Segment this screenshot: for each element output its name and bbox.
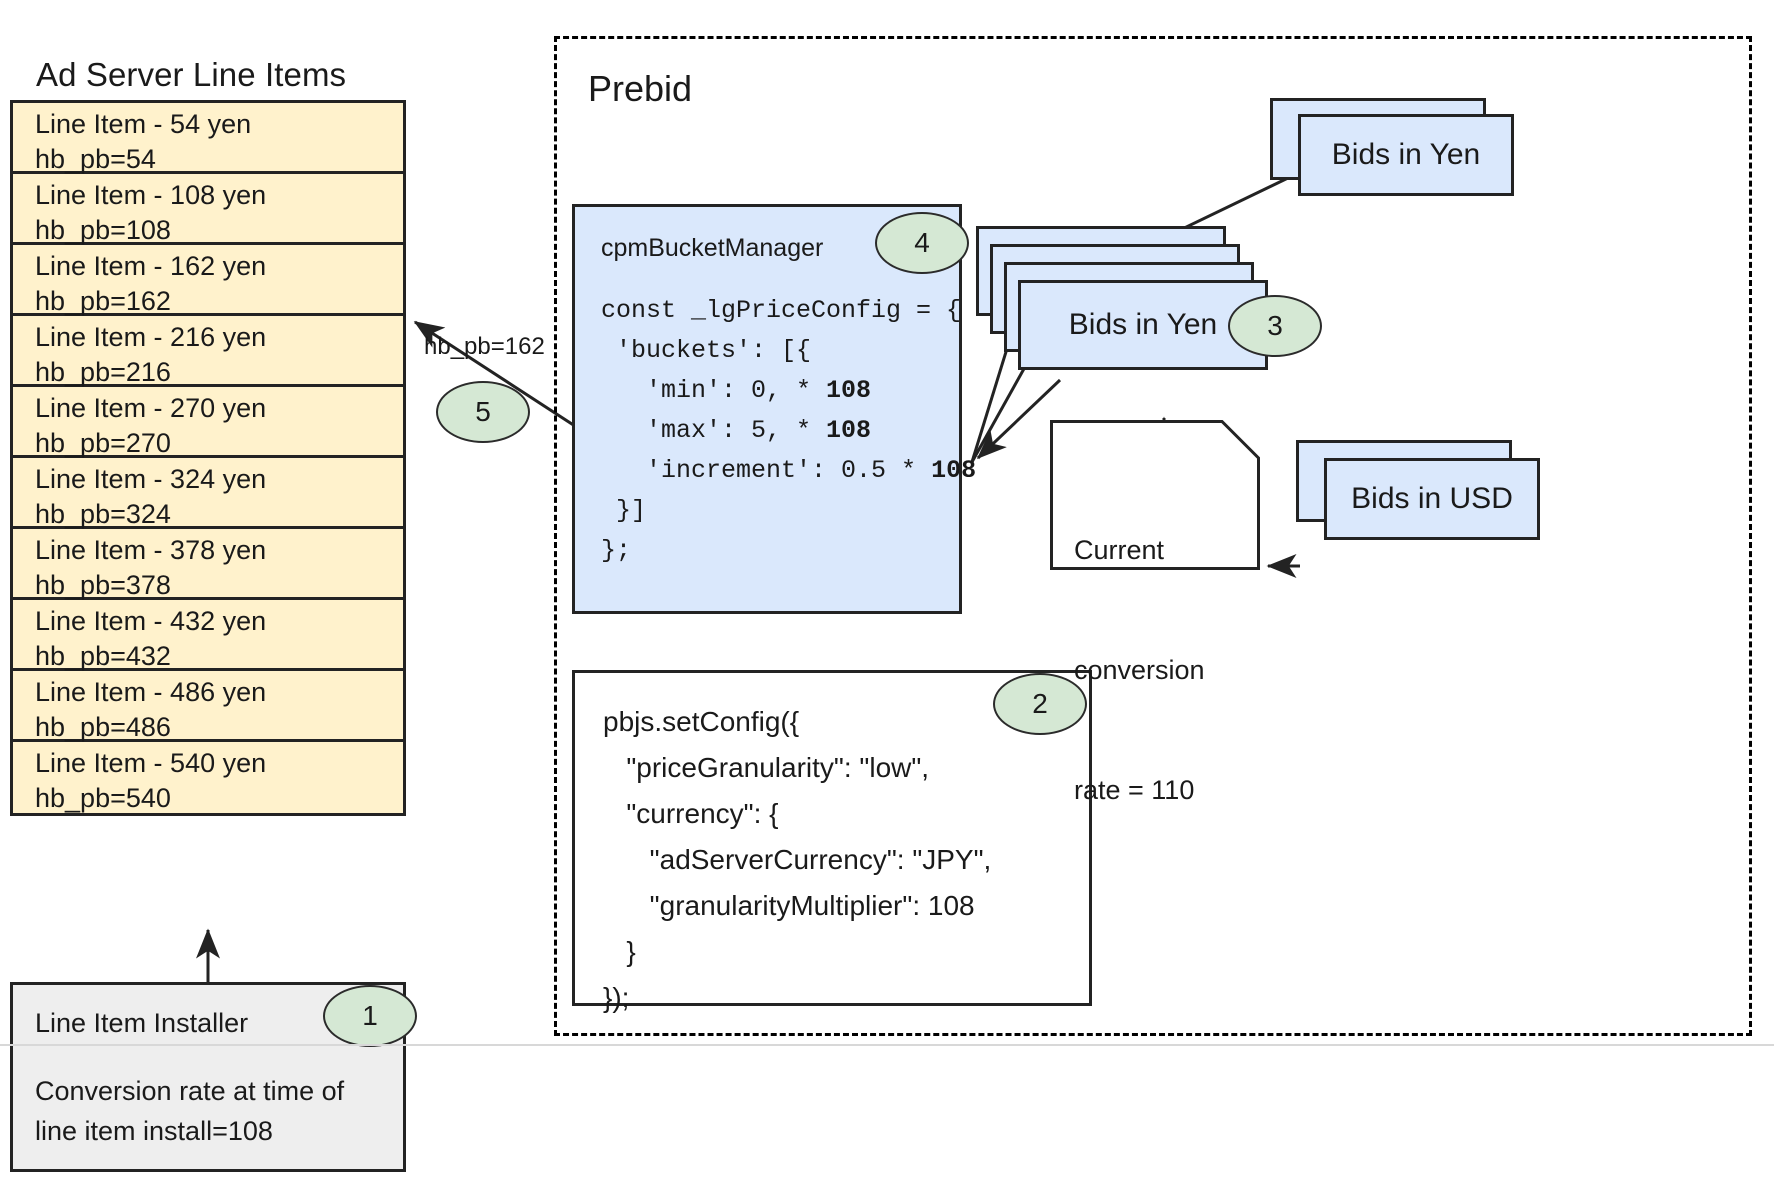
- conversion-note-lines: Current conversion rate = 110: [1074, 450, 1205, 890]
- installer-note-line-2: line item install=108: [35, 1116, 273, 1146]
- config-line: });: [603, 982, 630, 1013]
- step-badge-5: 5: [436, 381, 530, 443]
- line-item-name: Line Item - 432 yen: [35, 606, 267, 636]
- config-line: "granularityMultiplier": 108: [603, 890, 975, 921]
- line-item-key: hb_pb=108: [35, 215, 171, 245]
- bids-in-yen-incoming-stack: Bids in Yen: [1270, 98, 1520, 198]
- config-line: "currency": {: [603, 798, 779, 829]
- conversion-rate-note: Current conversion rate = 110: [1050, 420, 1260, 805]
- line-item-row[interactable]: Line Item - 432 yen hb_pb=432: [13, 600, 403, 671]
- line-item-row[interactable]: Line Item - 162 yen hb_pb=162: [13, 245, 403, 316]
- line-item-name: Line Item - 378 yen: [35, 535, 267, 565]
- bids-in-usd-card-front: Bids in USD: [1324, 458, 1540, 540]
- installer-title: Line Item Installer: [35, 1008, 249, 1038]
- prebid-title: Prebid: [588, 68, 693, 109]
- line-item-name: Line Item - 216 yen: [35, 322, 267, 352]
- config-line: pbjs.setConfig({: [603, 706, 800, 737]
- conversion-note-line-2: conversion: [1074, 655, 1205, 685]
- step-badge-3: 3: [1228, 295, 1322, 357]
- code-line: 'max': 5, * 108: [601, 411, 933, 451]
- code-line: 'increment': 0.5 * 108: [601, 451, 976, 491]
- step-badge-1: 1: [323, 985, 417, 1047]
- code-line-text: 'increment': 0.5 *: [601, 456, 932, 485]
- code-line: const _lgPriceConfig = {: [601, 291, 961, 331]
- line-item-key: hb_pb=540: [35, 783, 171, 813]
- line-item-row[interactable]: Line Item - 216 yen hb_pb=216: [13, 316, 403, 387]
- bids-in-yen-stack: Bids in Yen: [976, 226, 1276, 370]
- cpm-bucket-manager-box: cpmBucketManager const _lgPriceConfig = …: [572, 204, 976, 614]
- conversion-note-line-1: Current: [1074, 535, 1165, 565]
- bids-in-yen-incoming-card-front: Bids in Yen: [1298, 114, 1514, 196]
- line-item-key: hb_pb=216: [35, 357, 171, 387]
- code-line-multiplier: 108: [826, 376, 872, 405]
- code-line-text: }]: [601, 496, 647, 525]
- line-item-key: hb_pb=432: [35, 641, 171, 671]
- line-item-name: Line Item - 108 yen: [35, 180, 267, 210]
- line-item-name: Line Item - 324 yen: [35, 464, 267, 494]
- pbjs-setconfig-box: pbjs.setConfig({ "priceGranularity": "lo…: [572, 670, 1092, 1013]
- line-item-row[interactable]: Line Item - 486 yen hb_pb=486: [13, 671, 403, 742]
- line-item-key: hb_pb=486: [35, 712, 171, 742]
- pbjs-setconfig-code: pbjs.setConfig({ "priceGranularity": "lo…: [603, 699, 1061, 1021]
- code-line: 'min': 0, * 108: [601, 371, 933, 411]
- code-line-multiplier: 108: [826, 416, 872, 445]
- line-item-row[interactable]: Line Item - 540 yen hb_pb=540: [13, 742, 403, 813]
- conversion-note-line-3: rate = 110: [1074, 775, 1195, 805]
- code-line-text: 'min': 0, *: [601, 376, 827, 405]
- code-line-text: 'max': 5, *: [601, 416, 827, 445]
- code-line: }]: [601, 491, 933, 531]
- bids-in-yen-card-1: Bids in Yen: [1018, 280, 1268, 370]
- bids-in-yen-incoming-label: Bids in Yen: [1331, 138, 1481, 171]
- line-item-row[interactable]: Line Item - 324 yen hb_pb=324: [13, 458, 403, 529]
- line-item-name: Line Item - 162 yen: [35, 251, 267, 281]
- ad-server-title: Ad Server Line Items: [36, 56, 347, 93]
- config-line: "priceGranularity": "low",: [603, 752, 930, 783]
- bids-in-usd-stack: Bids in USD: [1296, 440, 1546, 540]
- line-item-name: Line Item - 54 yen: [35, 109, 252, 139]
- line-item-name: Line Item - 270 yen: [35, 393, 267, 423]
- line-item-key: hb_pb=324: [35, 499, 171, 529]
- step-badge-2: 2: [993, 673, 1087, 735]
- line-item-key: hb_pb=162: [35, 286, 171, 316]
- line-item-row[interactable]: Line Item - 378 yen hb_pb=378: [13, 529, 403, 600]
- bids-in-yen-label: Bids in Yen: [1068, 308, 1218, 341]
- code-line-text: const _lgPriceConfig = {: [601, 296, 962, 325]
- code-line: };: [601, 531, 933, 571]
- line-item-row[interactable]: Line Item - 270 yen hb_pb=270: [13, 387, 403, 458]
- bids-in-usd-label: Bids in USD: [1351, 482, 1513, 515]
- cpm-bucket-manager-title: cpmBucketManager: [601, 234, 824, 262]
- code-line-text: };: [601, 536, 632, 565]
- line-item-key: hb_pb=270: [35, 428, 171, 458]
- line-item-key: hb_pb=54: [35, 144, 156, 174]
- code-line-text: 'buckets': [{: [601, 336, 812, 365]
- line-item-row[interactable]: Line Item - 108 yen hb_pb=108: [13, 174, 403, 245]
- line-item-name: Line Item - 540 yen: [35, 748, 267, 778]
- line-item-row[interactable]: Line Item - 54 yen hb_pb=54: [13, 103, 403, 174]
- note-shape-icon: [1050, 420, 1260, 570]
- config-line: "adServerCurrency": "JPY",: [603, 844, 992, 875]
- edge-label-hb-pb: hb_pb=162: [424, 333, 545, 360]
- config-line: }: [603, 936, 636, 967]
- bottom-divider: [0, 1044, 1774, 1046]
- step-badge-4: 4: [875, 212, 969, 274]
- prebid-container: [554, 36, 1752, 1036]
- cpm-bucket-manager-code: const _lgPriceConfig = { 'buckets': [{ '…: [601, 291, 976, 571]
- code-line: 'buckets': [{: [601, 331, 933, 371]
- line-item-key: hb_pb=378: [35, 570, 171, 600]
- line-item-name: Line Item - 486 yen: [35, 677, 267, 707]
- installer-spacer: [35, 1043, 381, 1071]
- installer-note-line-1: Conversion rate at time of: [35, 1076, 345, 1106]
- code-line-multiplier: 108: [931, 456, 977, 485]
